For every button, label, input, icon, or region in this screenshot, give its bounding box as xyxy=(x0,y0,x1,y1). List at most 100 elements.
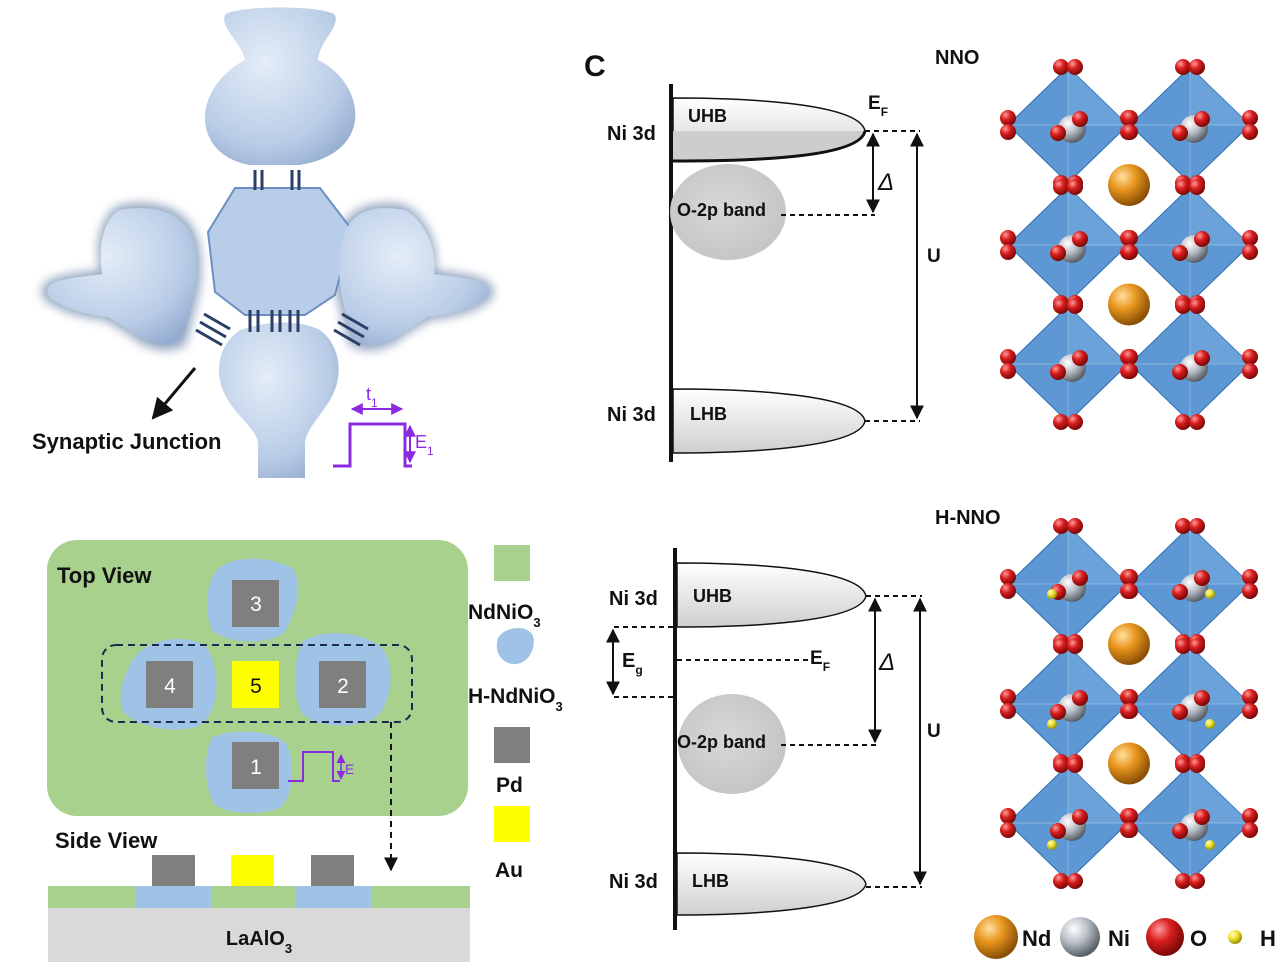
o-atom xyxy=(1172,704,1188,720)
lhb-label: LHB xyxy=(690,404,727,424)
gap-label: Eg xyxy=(622,650,643,677)
o-atom xyxy=(1122,822,1138,838)
o-atom xyxy=(1053,757,1069,773)
h-atom xyxy=(1205,840,1215,850)
o-atom xyxy=(1072,690,1088,706)
octahedron-facet xyxy=(1068,67,1128,125)
panel-label: C xyxy=(584,50,606,83)
o-atom xyxy=(1194,231,1210,247)
o-atom xyxy=(1122,363,1138,379)
pad-2: 2 xyxy=(337,675,349,698)
o-atom xyxy=(1053,298,1069,314)
fermi-label: EF xyxy=(868,93,888,119)
ni-upper-label-2: Ni 3d xyxy=(609,588,658,610)
atom-label-o: O xyxy=(1190,926,1207,951)
octahedron-facet xyxy=(1190,67,1250,125)
o-atom xyxy=(1189,638,1205,654)
uhb-label-2: UHB xyxy=(693,586,732,606)
o-atom xyxy=(1194,809,1210,825)
o-atom xyxy=(1053,518,1069,534)
h-atom xyxy=(1047,589,1057,599)
o-atom xyxy=(1189,873,1205,889)
atom-legend: Nd Ni O H xyxy=(974,915,1276,959)
h-atom xyxy=(1047,840,1057,850)
o-atom xyxy=(1067,179,1083,195)
octahedron-facet xyxy=(1190,306,1250,364)
nd-atom xyxy=(1108,164,1150,206)
o-atom xyxy=(1242,703,1258,719)
o-atom xyxy=(1050,245,1066,261)
device-diagram: Top View 3 4 5 2 1 E Side View xyxy=(47,540,470,962)
o-atom xyxy=(1072,350,1088,366)
pad-3: 3 xyxy=(250,593,262,616)
substrate-label: LaAlO3 xyxy=(226,928,292,956)
o-atom xyxy=(1194,350,1210,366)
o-atom xyxy=(1122,569,1138,585)
o2p-label: O-2p band xyxy=(677,200,766,220)
fermi-label-2: EF xyxy=(810,648,830,674)
octahedron-facet xyxy=(1190,765,1250,823)
pulse-width-label: t xyxy=(366,384,371,404)
o-atom xyxy=(1122,808,1138,824)
octahedron-facet xyxy=(1068,187,1128,245)
o-atom xyxy=(1122,124,1138,140)
o-atom xyxy=(1189,179,1205,195)
octahedron-facet xyxy=(1068,646,1128,704)
o-atom xyxy=(1242,689,1258,705)
o-atom xyxy=(1122,583,1138,599)
nd-atom xyxy=(1108,742,1150,785)
o-atom xyxy=(1000,703,1016,719)
top-view-label: Top View xyxy=(57,563,152,588)
o-atom xyxy=(1050,704,1066,720)
neuron-center xyxy=(206,187,354,316)
side-view-label: Side View xyxy=(55,828,158,853)
o-atom xyxy=(1242,363,1258,379)
o-atom xyxy=(1175,59,1191,75)
o-atom xyxy=(1000,808,1016,824)
h-atom xyxy=(1205,589,1215,599)
o-atom xyxy=(1000,689,1016,705)
octahedron-facet xyxy=(1068,526,1128,584)
o-atom xyxy=(1172,364,1188,380)
atom-label-ni: Ni xyxy=(1108,926,1130,951)
o-atom xyxy=(1122,110,1138,126)
o-atom xyxy=(1172,245,1188,261)
o-atom xyxy=(1189,298,1205,314)
o-atom xyxy=(1122,244,1138,260)
o-atom xyxy=(1072,809,1088,825)
o-atom xyxy=(1050,125,1066,141)
o-atom xyxy=(1072,231,1088,247)
o-atom xyxy=(1242,230,1258,246)
h-atom-icon xyxy=(1228,930,1242,944)
o-atom xyxy=(1067,757,1083,773)
o-atom xyxy=(1000,583,1016,599)
svg-text:t1: t1 xyxy=(366,384,378,410)
o-atom xyxy=(1000,124,1016,140)
o-atom xyxy=(1172,584,1188,600)
pads: 3 4 5 2 1 xyxy=(146,580,366,789)
ni-lower-label-2: Ni 3d xyxy=(609,871,658,893)
delta-label-2: Δ xyxy=(878,649,895,676)
pad-5: 5 xyxy=(250,675,262,698)
delta-label: Δ xyxy=(877,169,894,196)
o-atom xyxy=(1072,111,1088,127)
atom-label-nd: Nd xyxy=(1022,926,1051,951)
nd-atom xyxy=(1108,623,1150,665)
neuron-bottom xyxy=(218,322,339,478)
o-atom xyxy=(1050,823,1066,839)
o-atom xyxy=(1175,518,1191,534)
o-atom xyxy=(1053,638,1069,654)
o-atom xyxy=(1053,873,1069,889)
o-atom xyxy=(1053,414,1069,430)
selection-box xyxy=(101,644,413,723)
o-atom xyxy=(1175,638,1191,654)
o-atom xyxy=(1175,298,1191,314)
u-label-2: U xyxy=(927,721,941,742)
octahedron-facet xyxy=(1190,526,1250,584)
o-atom xyxy=(1189,757,1205,773)
o-atom xyxy=(1067,518,1083,534)
o-atom-icon xyxy=(1146,918,1184,956)
o-atom xyxy=(1067,414,1083,430)
octahedron-facet xyxy=(1068,306,1128,364)
o-atom xyxy=(1067,298,1083,314)
